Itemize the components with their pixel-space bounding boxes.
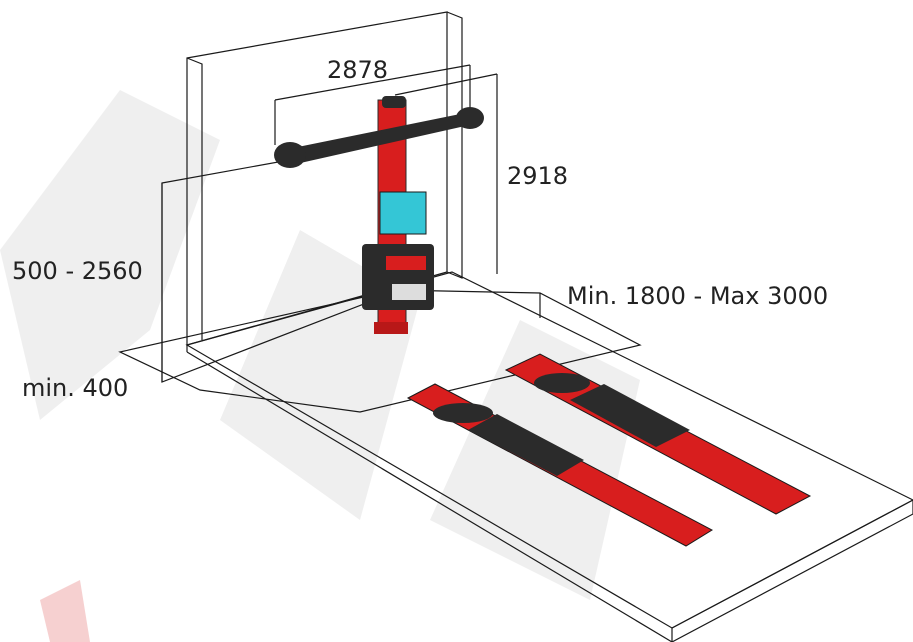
monitor-screen — [379, 191, 427, 235]
track-width-label: Min. 1800 - Max 3000 — [567, 282, 828, 310]
left-ramp — [406, 383, 714, 547]
height-dimension-label: 2918 — [507, 162, 568, 190]
width-dimension-label: 2878 — [327, 56, 388, 84]
camera-range-label: 500 - 2560 — [12, 257, 143, 285]
front-min-plane: min. 400 — [22, 289, 642, 413]
front-min-label: min. 400 — [22, 374, 128, 402]
width-dimension-line: 2878 — [274, 56, 471, 145]
camera-beam — [274, 107, 484, 168]
back-wall-panel — [186, 11, 463, 346]
right-ramp — [504, 353, 812, 515]
height-dimension-line: 2918 — [394, 73, 568, 274]
console-cabinet — [362, 244, 434, 310]
